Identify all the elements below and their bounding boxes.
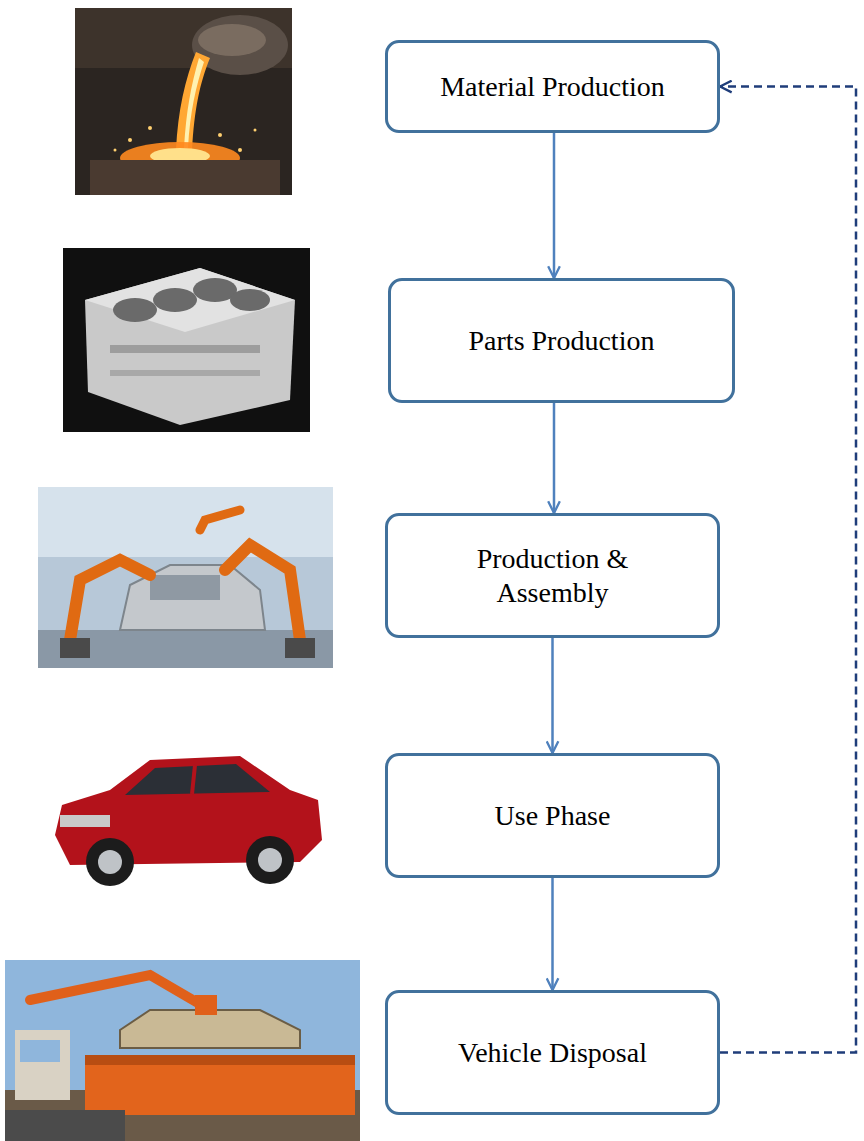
flow-arrow (553, 133, 556, 278)
engine-block-photo (63, 248, 310, 432)
flow-arrow (553, 403, 556, 513)
box-label: Vehicle Disposal (458, 1036, 647, 1070)
process-box: Parts Production (388, 278, 735, 403)
flow-arrow (551, 638, 554, 753)
box-label: Parts Production (469, 324, 655, 358)
box-label: Production & Assembly (458, 542, 648, 609)
process-box: Vehicle Disposal (385, 990, 720, 1115)
box-label: Material Production (440, 70, 665, 104)
scrapyard-photo (5, 960, 360, 1141)
box-label: Use Phase (495, 799, 611, 833)
process-box: Production & Assembly (385, 513, 720, 638)
red-car-photo (45, 720, 328, 905)
flow-arrow (551, 878, 554, 990)
recycle-arrow (720, 87, 856, 1053)
process-box: Use Phase (385, 753, 720, 878)
assembly-robots-photo (38, 487, 333, 668)
process-box: Material Production (385, 40, 720, 133)
molten-metal-photo (75, 8, 292, 195)
